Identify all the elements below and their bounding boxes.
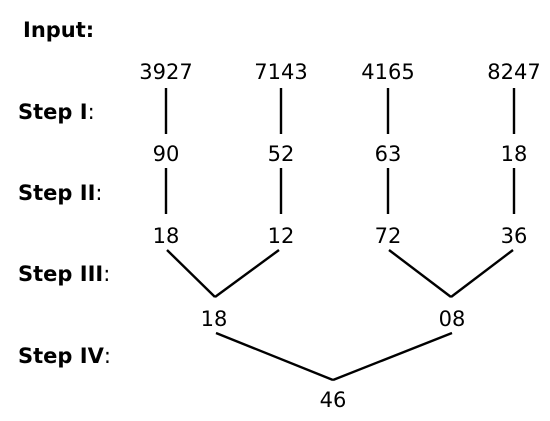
step-4-label-colon: : — [103, 344, 111, 368]
step-1-value: 18 — [500, 142, 528, 166]
step-3-label: Step III: — [18, 264, 110, 285]
step-2-label: Step II: — [18, 183, 102, 204]
step-1-label-text: Step I — [18, 100, 88, 124]
step-2-label-colon: : — [95, 181, 103, 205]
step-3-value: 08 — [438, 307, 466, 331]
step-1-label: Step I: — [18, 102, 95, 123]
step-1-value: 90 — [152, 142, 180, 166]
step-3-value: 18 — [200, 307, 228, 331]
connector-step2c-step3 — [388, 249, 452, 298]
input-number: 7143 — [254, 60, 308, 84]
connector-step2d-step3 — [450, 249, 514, 298]
step-3-label-colon: : — [103, 262, 111, 286]
step-2-label-text: Step II — [18, 181, 96, 205]
step-1-value: 63 — [374, 142, 402, 166]
connector-step2a-step3 — [166, 249, 216, 298]
connector-step3b-step4 — [332, 331, 453, 382]
input-number: 4165 — [361, 60, 415, 84]
input-number: 8247 — [487, 60, 541, 84]
input-number: 3927 — [139, 60, 193, 84]
connector-step2b-step3 — [214, 249, 280, 298]
step-2-value: 18 — [152, 224, 180, 248]
input-label: Input: — [23, 20, 94, 41]
connector-step3a-step4 — [215, 331, 334, 382]
step-2-value: 72 — [374, 224, 402, 248]
step-4-value: 46 — [319, 388, 347, 412]
input-label-text: Input: — [23, 18, 95, 42]
step-1-label-colon: : — [87, 100, 95, 124]
step-4-label: Step IV: — [18, 346, 111, 367]
step-2-value: 12 — [267, 224, 295, 248]
step-3-label-text: Step III — [18, 262, 104, 286]
step-1-value: 52 — [267, 142, 295, 166]
step-2-value: 36 — [500, 224, 528, 248]
step-4-label-text: Step IV — [18, 344, 104, 368]
